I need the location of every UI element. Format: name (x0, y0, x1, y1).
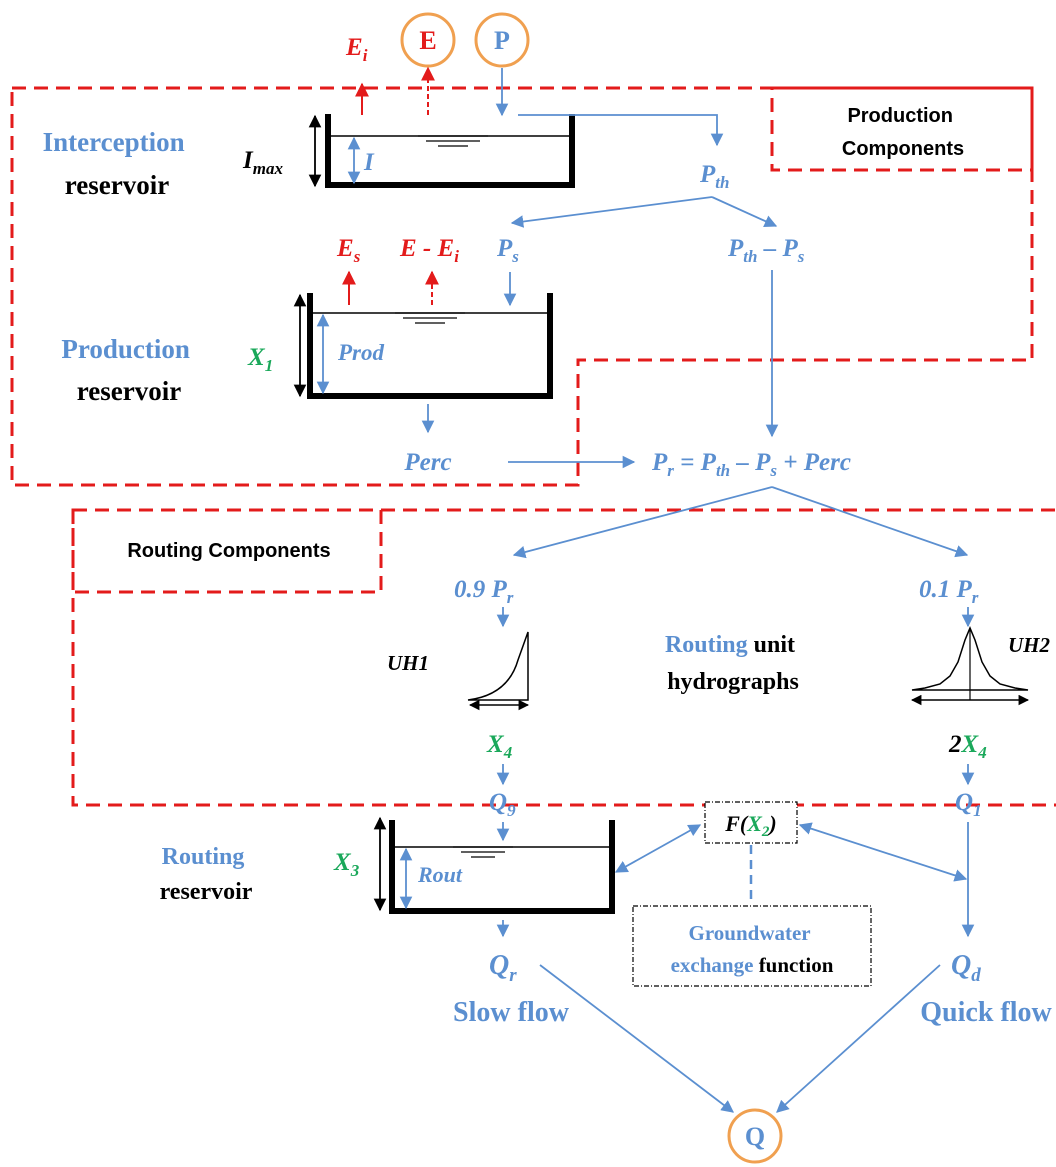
routing-uh-title: Routing unit hydrographs (665, 632, 801, 695)
production-tank (307, 293, 553, 399)
pr-equation-label: Pr = Pth – Ps + Perc (651, 449, 851, 480)
quick-flow-label: Quick flow (920, 997, 1052, 1028)
e-minus-ei-label: E - Ei (399, 235, 459, 266)
quick-to-q-arrow (776, 964, 941, 1113)
routing-label-box (71, 508, 383, 594)
x1-label: X1 (247, 344, 273, 375)
exchange-to-routing-arrow (614, 824, 702, 873)
pth-label: Pth (699, 161, 729, 192)
ei-label: Ei (345, 34, 368, 65)
uh1-hydrograph (467, 631, 529, 701)
uh1-x4-label: X4 (486, 731, 512, 762)
uh2-2x4-label: 2X4 (948, 731, 987, 762)
ps-branch-arrow (510, 196, 713, 228)
perc-label: Perc (403, 449, 451, 476)
uh2-label: UH2 (1008, 633, 1051, 657)
production-components-label: Production Components (842, 105, 964, 160)
pth-flow-arrow (518, 114, 724, 147)
groundwater-exchange-title: Groundwater exchange function (671, 921, 834, 977)
q9-label: Q9 (489, 789, 516, 820)
uh1-label: UH1 (387, 651, 429, 675)
x3-label: X3 (333, 849, 360, 880)
exchange-to-direct-arrow (798, 822, 968, 882)
routing-tank (389, 820, 615, 914)
slow-to-q-arrow (539, 964, 735, 1113)
exchange-function-label: F(X2) (724, 811, 777, 840)
production-reservoir-title: Production reservoir (61, 334, 196, 406)
pth-minus-ps-label: Pth – Ps (727, 235, 805, 266)
pth-ps-branch-arrow (711, 196, 778, 228)
exchange-function-box (704, 801, 798, 844)
precipitation-circle (474, 12, 530, 68)
evaporation-circle (400, 12, 456, 68)
production-boundary (10, 86, 1034, 487)
discharge-circle (727, 1108, 783, 1164)
evaporation-label: E (419, 26, 436, 55)
es-label: Es (336, 235, 361, 266)
interception-level-label: I (363, 149, 375, 176)
discharge-label: Q (745, 1122, 765, 1151)
split-right-label: 0.1 Pr (919, 576, 979, 607)
rout-level-label: Rout (417, 862, 463, 887)
slow-flow-label: Slow flow (453, 997, 570, 1028)
prod-level-label: Prod (337, 340, 385, 365)
qd-label: Qd (951, 950, 981, 986)
ps-label: Ps (496, 235, 519, 266)
routing-reservoir-title: Routing reservoir (160, 844, 253, 905)
qr-label: Qr (489, 950, 517, 986)
precipitation-label: P (494, 26, 510, 55)
imax-label: Imax (242, 147, 283, 178)
groundwater-exchange-box (632, 905, 872, 987)
interception-tank (325, 114, 575, 188)
production-label-box (770, 86, 1034, 172)
routing-components-label: Routing Components (127, 540, 330, 562)
split-left-label: 0.9 Pr (454, 576, 514, 607)
interception-reservoir-title: Interception reservoir (43, 127, 192, 200)
q1-label: Q1 (955, 789, 982, 820)
